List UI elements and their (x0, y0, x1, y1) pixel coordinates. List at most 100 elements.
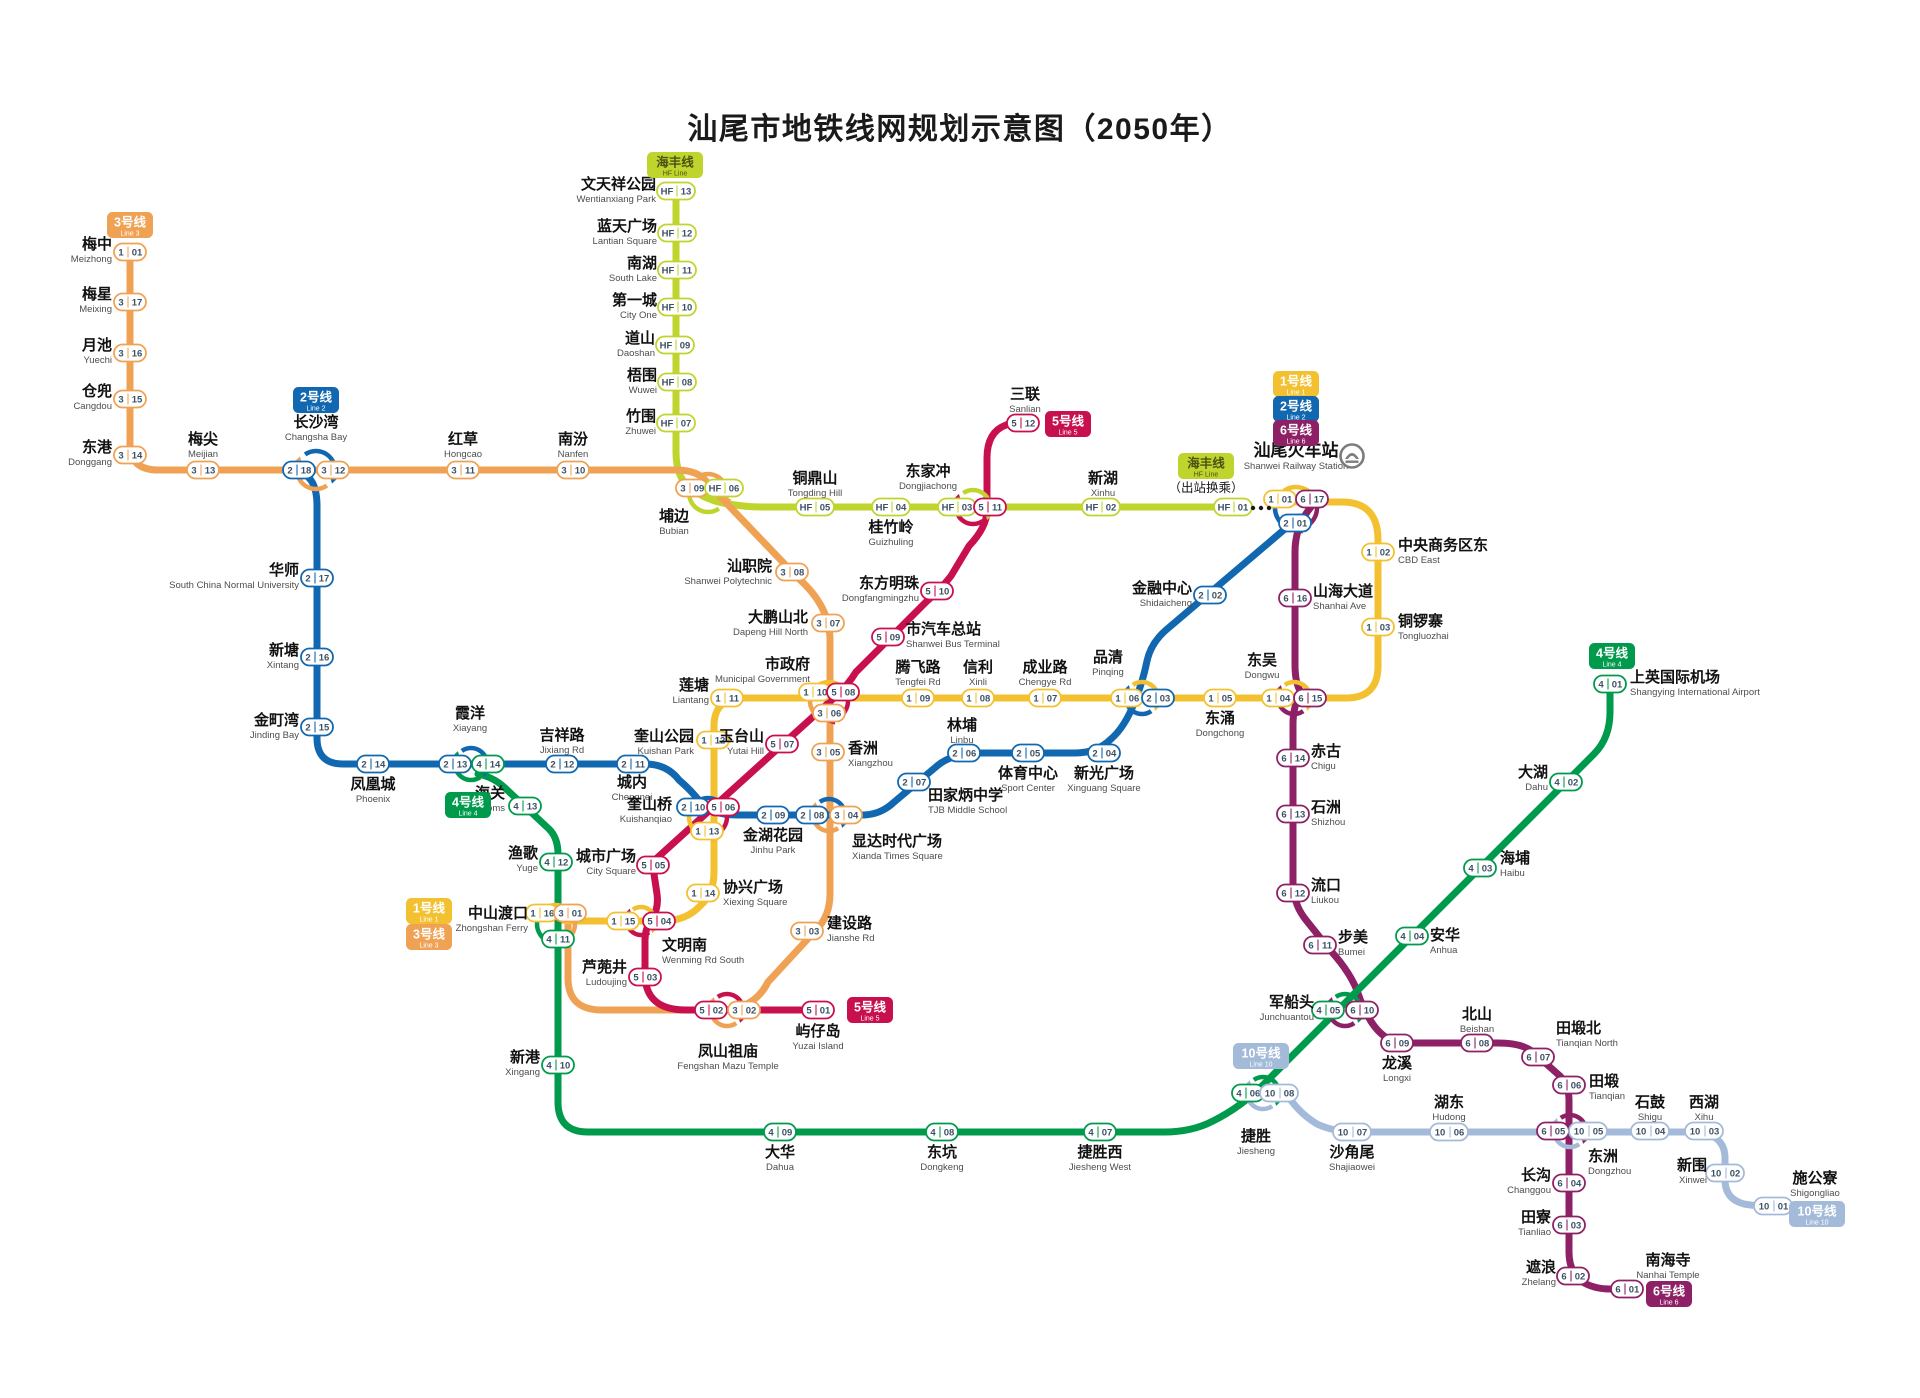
pill-line-number: 1 (118, 248, 124, 259)
pill-line-number: 6 (1298, 694, 1303, 705)
pill-station-number: 08 (794, 568, 805, 579)
pill-station-number: 10 (560, 1061, 571, 1072)
pill-station-number: 06 (1454, 1128, 1465, 1139)
pill-outline (186, 460, 220, 480)
pill-line-number: 3 (680, 484, 685, 495)
pill-line-number: 5 (699, 1006, 705, 1017)
pill-line-number: HF (660, 341, 673, 352)
station-name-cn: 流口 (1311, 876, 1341, 894)
pill-outline (795, 805, 829, 825)
pill-outline (812, 703, 846, 723)
pill-line-number: 5 (647, 917, 653, 928)
pill-outline (1011, 743, 1045, 763)
pill-outline (541, 1055, 575, 1075)
pill-outline (113, 242, 147, 262)
pill-line-number: 2 (761, 811, 766, 822)
pill-line-number: 6 (1561, 1272, 1566, 1283)
station-name-cn: 长沟 (1521, 1166, 1551, 1184)
station-name-cn: 铜锣寨 (1398, 612, 1443, 630)
station-name-en: Wuwei (629, 385, 657, 396)
station-name-en: Changgou (1507, 1185, 1551, 1196)
station-name-en: Municipal Government (715, 674, 810, 685)
pill-line-number: 1 (966, 694, 972, 705)
station-name-en: Wenming Rd South (662, 955, 744, 966)
pill-outline (925, 1122, 959, 1142)
pill-line-number: HF (662, 229, 675, 240)
pill-line-number: 5 (876, 633, 882, 644)
pill-station-number: 07 (1047, 694, 1058, 705)
station-name-cn: 沙角尾 (1329, 1143, 1374, 1161)
pill-line-number: 6 (1557, 1081, 1562, 1092)
badge-name-en: Line 4 (1602, 662, 1621, 669)
station-name-cn: 东家冲 (905, 462, 950, 480)
station-name-cn: 腾飞路 (894, 658, 941, 676)
station-pill-5-09: 5 09 (871, 627, 905, 647)
pill-outline (657, 372, 697, 392)
station-name-en: Shigu (1638, 1112, 1662, 1123)
pill-line-number: 4 (1400, 932, 1406, 943)
pill-station-number: 09 (890, 633, 901, 644)
pill-station-number: 13 (205, 466, 216, 477)
pill-line-number: 3 (118, 395, 123, 406)
pill-outline (763, 1122, 797, 1142)
station-name-en: Sport Center (1001, 783, 1055, 794)
station-name-cn: 田塅北 (1556, 1019, 1601, 1037)
badge-name-en: Line 1 (1286, 390, 1305, 397)
badge-name-cn: 1号线 (1280, 374, 1312, 389)
pill-station-number: 07 (1357, 1128, 1368, 1139)
station-name-en: Jiesheng (1237, 1146, 1275, 1157)
pill-outline (1521, 1047, 1555, 1067)
pill-station-number: 14 (375, 760, 386, 771)
station-name-en: Xiangzhou (848, 758, 893, 769)
station-name-cn: 渔歌 (508, 844, 539, 862)
badge-name-cn: 1号线 (413, 901, 445, 916)
station-name-en: Daoshan (617, 348, 655, 359)
station-name-cn: 体育中心 (998, 764, 1058, 782)
pill-line-number: 1 (1115, 694, 1121, 705)
badge-name-en: Line 6 (1659, 1300, 1678, 1307)
pill-line-number: 3 (795, 927, 800, 938)
station-name-cn: 新光广场 (1074, 764, 1134, 782)
station-name-en: Wentianxiang Park (576, 194, 656, 205)
station-name-en: Dongzhou (1588, 1166, 1631, 1177)
pill-station-number: 03 (1571, 1221, 1582, 1232)
station-name-cn: 品清 (1093, 648, 1123, 666)
pill-line-number: 1 (530, 909, 536, 920)
pill-line-number: 5 (978, 503, 984, 514)
station-name-en: Dongjiachong (899, 481, 957, 492)
pill-station-number: 02 (713, 1006, 724, 1017)
